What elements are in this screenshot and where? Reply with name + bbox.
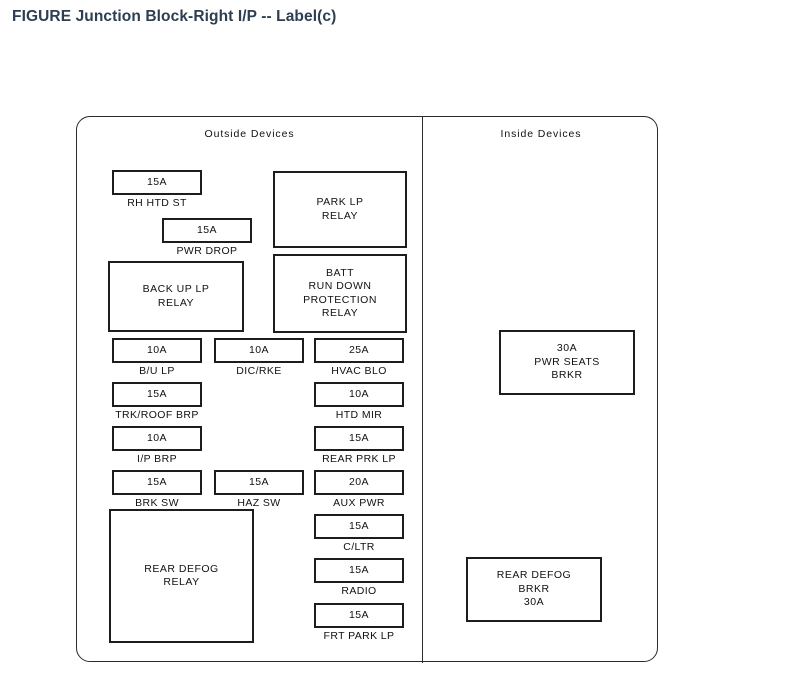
relay-batt-run-down-protection[interactable]: BATT RUN DOWN PROTECTION RELAY [273,254,407,333]
fuse-label-i-p-brp: I/P BRP [137,453,177,465]
fuse-label-rh-htd-st: RH HTD ST [127,197,187,209]
fuse-label-htd-mir: HTD MIR [335,409,383,421]
fuse-label-brk-sw: BRK SW [135,497,179,509]
fuse-rating: 15A [349,519,369,532]
fuse-rating: 15A [147,475,167,488]
fuse-i-p-brp[interactable]: 10A [112,426,202,451]
fuse-label-trk-roof-brp: TRK/ROOF BRP [115,409,199,421]
breaker-label: 30A PWR SEATS BRKR [534,342,600,382]
fuse-label-aux-pwr: AUX PWR [333,497,385,509]
panel-divider [422,117,423,663]
fuse-rating: 15A [349,431,369,444]
fuse-rating: 15A [147,387,167,400]
fuse-label-b-u-lp: B/U LP [139,365,175,377]
junction-block-diagram: Outside Devices Inside Devices 15A RH HT… [76,116,658,663]
fuse-rating: 10A [249,343,269,356]
fuse-rh-htd-st[interactable]: 15A [112,170,202,195]
fuse-rating: 10A [349,387,369,400]
relay-label: BATT RUN DOWN PROTECTION RELAY [303,266,377,319]
fuse-label-radio: RADIO [341,585,377,597]
fuse-aux-pwr[interactable]: 20A [314,470,404,495]
fuse-rating: 15A [147,175,167,188]
relay-label: BACK UP LP RELAY [142,283,210,309]
fuse-htd-mir[interactable]: 10A [314,382,404,407]
fuse-rating: 15A [249,475,269,488]
fuse-rating: 20A [349,475,369,488]
breaker-rear-defog[interactable]: REAR DEFOG BRKR 30A [466,557,602,622]
fuse-radio[interactable]: 15A [314,558,404,583]
relay-back-up-lp[interactable]: BACK UP LP RELAY [108,261,244,332]
breaker-label: REAR DEFOG BRKR 30A [496,569,572,609]
fuse-hvac-blo[interactable]: 25A [314,338,404,363]
fuse-haz-sw[interactable]: 15A [214,470,304,495]
fuse-rating: 10A [147,431,167,444]
fuse-frt-park-lp[interactable]: 15A [314,603,404,628]
fuse-label-c-ltr: C/LTR [343,541,375,553]
fuse-label-rear-prk-lp: REAR PRK LP [322,453,396,465]
relay-label: REAR DEFOG RELAY [144,562,219,588]
fuse-label-hvac-blo: HVAC BLO [331,365,387,377]
relay-rear-defog[interactable]: REAR DEFOG RELAY [109,509,254,643]
relay-label: PARK LP RELAY [316,196,364,222]
fuse-b-u-lp[interactable]: 10A [112,338,202,363]
fuse-rating: 10A [147,343,167,356]
fuse-rating: 25A [349,343,369,356]
fuse-brk-sw[interactable]: 15A [112,470,202,495]
fuse-dic-rke[interactable]: 10A [214,338,304,363]
fuse-trk-roof-brp[interactable]: 15A [112,382,202,407]
fuse-label-haz-sw: HAZ SW [237,497,281,509]
relay-park-lp[interactable]: PARK LP RELAY [273,171,407,248]
fuse-rating: 15A [197,223,217,236]
fuse-rating: 15A [349,563,369,576]
fuse-label-pwr-drop: PWR DROP [176,245,238,257]
inside-devices-header: Inside Devices [500,128,582,140]
fuse-label-frt-park-lp: FRT PARK LP [323,630,395,642]
page-title: FIGURE Junction Block-Right I/P -- Label… [12,8,337,25]
breaker-pwr-seats[interactable]: 30A PWR SEATS BRKR [499,330,635,395]
fuse-rear-prk-lp[interactable]: 15A [314,426,404,451]
outside-devices-header: Outside Devices [204,128,295,140]
fuse-label-dic-rke: DIC/RKE [236,365,282,377]
fuse-c-ltr[interactable]: 15A [314,514,404,539]
fuse-rating: 15A [349,608,369,621]
fuse-pwr-drop[interactable]: 15A [162,218,252,243]
